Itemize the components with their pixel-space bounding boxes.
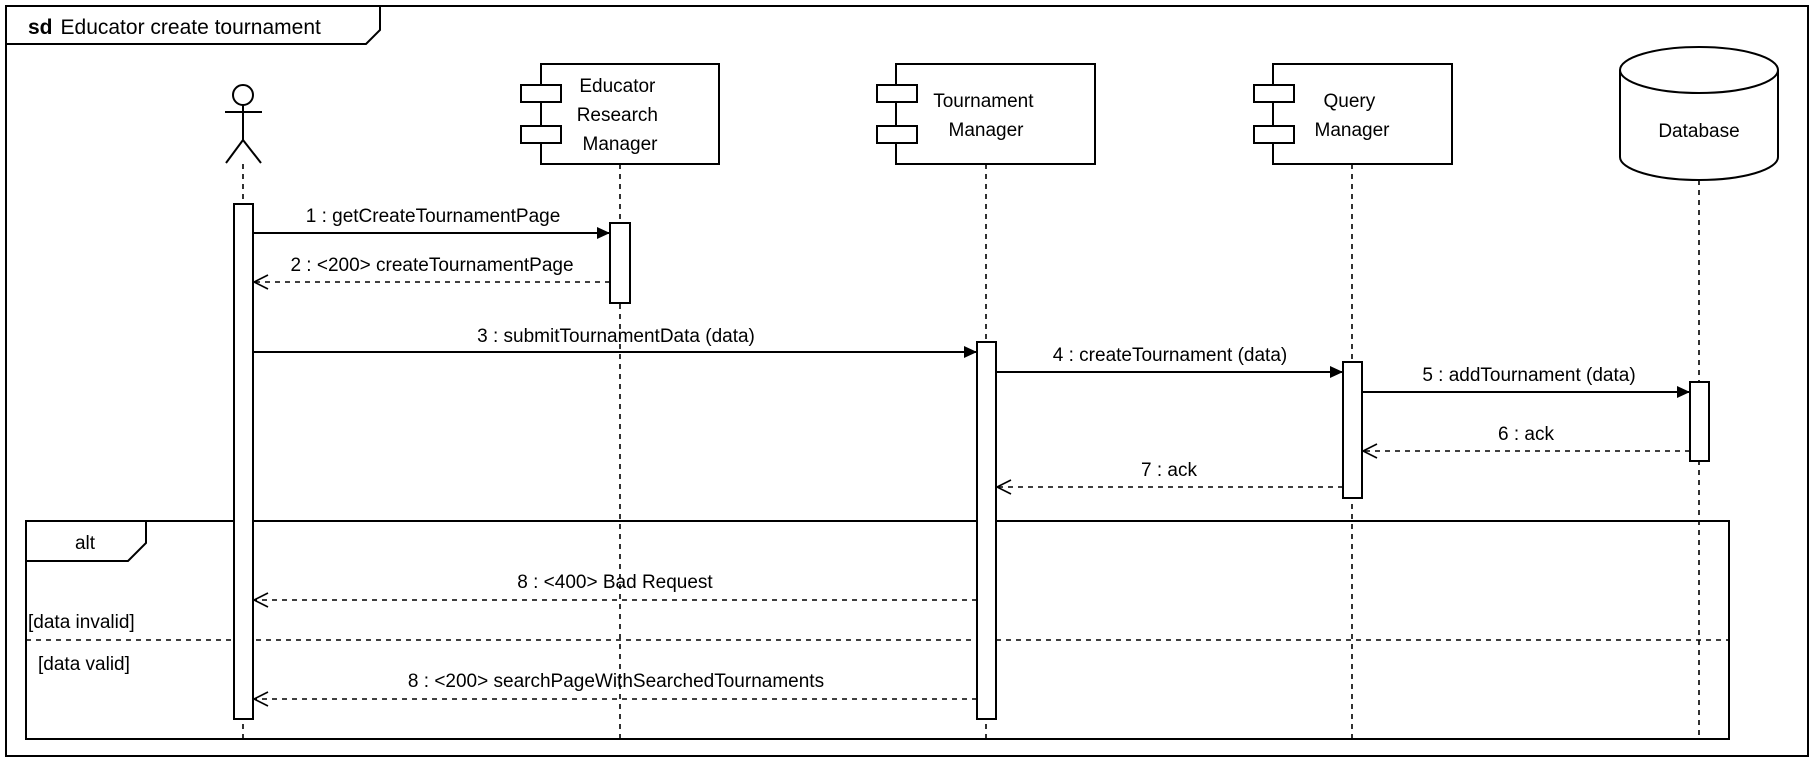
component-icon: [876, 84, 918, 144]
component-icon: [520, 84, 562, 144]
message-2: 2 : <200> createTournamentPage: [254, 255, 610, 282]
diagram-frame: [5, 5, 1809, 757]
message-3: 3 : submitTournamentData (data): [253, 326, 977, 358]
database-icon: [1619, 46, 1779, 181]
message-8-search-page: 8 : <200> searchPageWithSearchedTourname…: [254, 671, 977, 699]
guard-data-valid: [data valid]: [38, 654, 130, 675]
actor-icon: [225, 84, 262, 164]
participant-tournament-manager: Tournament Manager: [876, 63, 1096, 165]
message-label: 8 : <400> Bad Request: [517, 572, 713, 593]
message-8-bad-request: 8 : <400> Bad Request: [254, 572, 977, 600]
alt-fragment: alt [data invalid] [data valid]: [25, 520, 1730, 740]
participant-label: Educator Research Manager: [577, 76, 664, 155]
fragment-operator: alt: [75, 533, 96, 554]
message-5: 5 : addTournament (data): [1362, 365, 1690, 398]
participant-label: Tournament Manager: [933, 91, 1039, 141]
activation-educator-research-manager: [609, 222, 631, 304]
message-label: 5 : addTournament (data): [1422, 365, 1635, 386]
message-6: 6 : ack: [1363, 424, 1690, 451]
activation-database: [1689, 381, 1710, 462]
activation-educator: [233, 203, 254, 720]
participant-query-manager: Query Manager: [1253, 63, 1453, 165]
message-label: 1 : getCreateTournamentPage: [306, 206, 561, 227]
message-label: 6 : ack: [1498, 424, 1554, 445]
message-label: 8 : <200> searchPageWithSearchedTourname…: [408, 671, 824, 692]
frame-tab: [6, 6, 381, 45]
participant-educator-research-manager: Educator Research Manager: [520, 63, 720, 165]
component-icon: [1253, 84, 1295, 144]
guard-data-invalid: [data invalid]: [28, 612, 135, 633]
activation-tournament-manager: [976, 341, 997, 720]
message-label: 4 : createTournament (data): [1053, 345, 1287, 366]
message-label: 3 : submitTournamentData (data): [477, 326, 755, 347]
participant-label: Query Manager: [1315, 91, 1391, 141]
message-4: 4 : createTournament (data): [996, 345, 1343, 378]
participant-label: Database: [1658, 121, 1739, 142]
participant-educator: [225, 84, 262, 164]
message-1: 1 : getCreateTournamentPage: [253, 206, 610, 239]
message-7: 7 : ack: [997, 460, 1343, 487]
message-label: 7 : ack: [1141, 460, 1197, 481]
message-label: 2 : <200> createTournamentPage: [290, 255, 573, 276]
participant-database: Database: [1619, 46, 1779, 181]
activation-query-manager: [1342, 361, 1363, 499]
